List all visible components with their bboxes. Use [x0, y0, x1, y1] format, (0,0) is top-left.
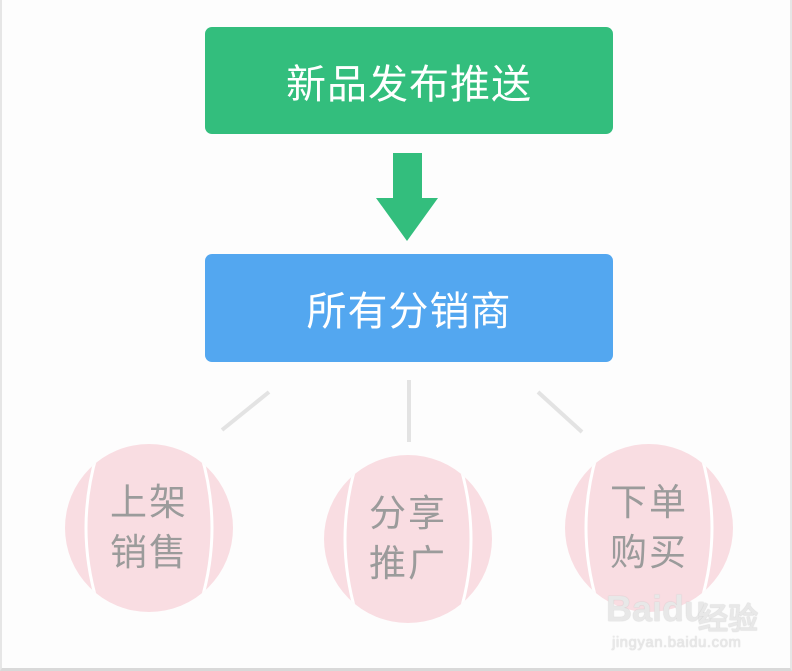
connector-right	[536, 390, 584, 434]
middle-node-label: 所有分销商	[306, 289, 512, 335]
outcome-line2: 销售	[110, 531, 188, 574]
watermark-cn: 经验	[698, 602, 758, 637]
down-arrow-icon	[376, 153, 438, 241]
baidu-watermark: Baidu 经验 jingyan.baidu.com	[598, 588, 768, 658]
watermark-url: jingyan.baidu.com	[612, 634, 742, 651]
ball-seam-icon	[343, 464, 473, 614]
outcome-line1: 下单	[610, 481, 688, 524]
outcome-line2: 推广	[369, 542, 447, 585]
outcome-ball-sell: 上架 销售	[65, 444, 233, 612]
outcome-ball-order: 下单 购买	[565, 444, 733, 612]
outcome-line1: 分享	[369, 492, 447, 535]
ball-seam-icon	[584, 453, 714, 603]
ball-seam-icon	[84, 453, 214, 603]
outcome-line1: 上架	[110, 481, 188, 524]
middle-node-box: 所有分销商	[205, 254, 613, 362]
top-node-label: 新品发布推送	[286, 61, 532, 108]
watermark-logo: Baidu	[606, 588, 707, 629]
top-node-box: 新品发布推送	[205, 27, 613, 134]
connector-left	[220, 390, 271, 432]
outcome-line2: 购买	[610, 531, 688, 574]
outcome-ball-share: 分享 推广	[324, 455, 492, 623]
